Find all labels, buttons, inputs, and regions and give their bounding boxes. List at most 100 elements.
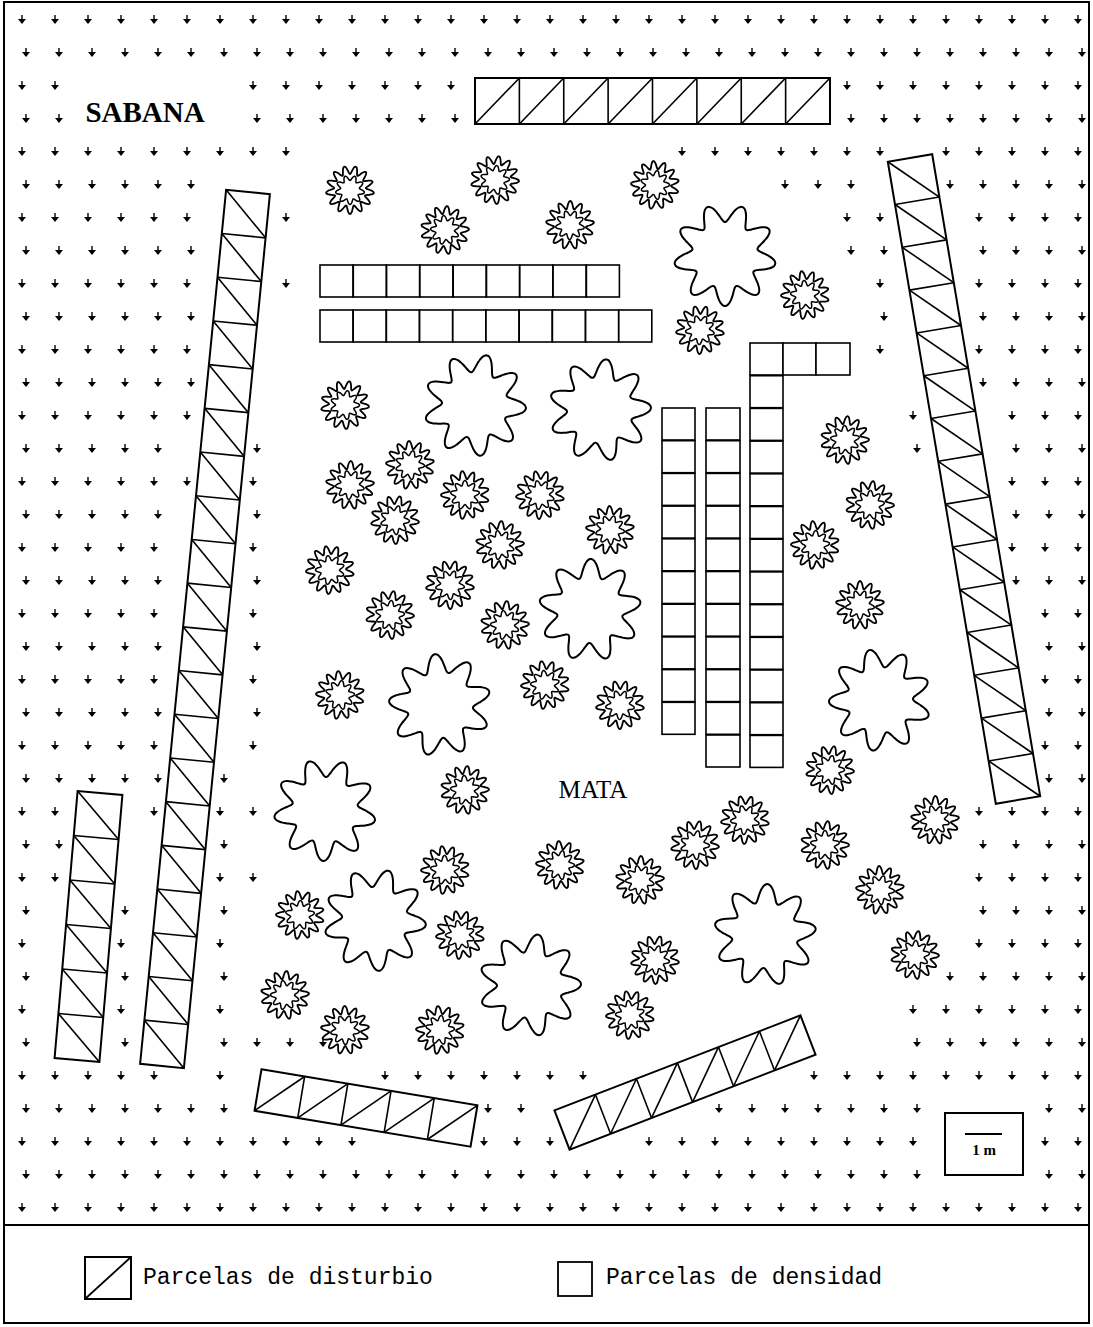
small-tree bbox=[616, 856, 664, 904]
grass-symbol bbox=[315, 1203, 323, 1212]
small-tree bbox=[426, 562, 474, 609]
grass-symbol bbox=[781, 1170, 789, 1179]
grass-symbol bbox=[843, 213, 851, 222]
grass-symbol bbox=[1012, 48, 1020, 57]
grass-symbol bbox=[1008, 279, 1016, 288]
density-plot bbox=[586, 310, 619, 342]
grass-symbol bbox=[216, 15, 224, 24]
grass-symbol bbox=[117, 147, 125, 156]
grass-symbol bbox=[1041, 279, 1049, 288]
grass-symbol bbox=[1008, 411, 1016, 420]
grass-symbol bbox=[579, 1071, 587, 1080]
grass-symbol bbox=[22, 114, 30, 123]
grass-symbol bbox=[22, 378, 30, 387]
grass-symbol bbox=[480, 1071, 488, 1080]
large-tree bbox=[551, 359, 651, 459]
grass-symbol bbox=[451, 1170, 459, 1179]
grass-symbol bbox=[55, 246, 63, 255]
grass-symbol bbox=[1008, 1005, 1016, 1014]
grass-symbol bbox=[88, 48, 96, 57]
small-tree bbox=[806, 746, 854, 794]
grass-symbol bbox=[583, 48, 591, 57]
density-plot bbox=[662, 539, 695, 571]
grass-symbol bbox=[546, 15, 554, 24]
grass-symbol bbox=[876, 147, 884, 156]
grass-symbol bbox=[22, 1104, 30, 1113]
grass-symbol bbox=[1012, 510, 1020, 519]
grass-symbol bbox=[117, 1137, 125, 1146]
small-tree bbox=[481, 601, 529, 649]
grass-symbol bbox=[942, 1005, 950, 1014]
grass-symbol bbox=[385, 1170, 393, 1179]
grass-symbol bbox=[1008, 807, 1016, 816]
density-plot bbox=[320, 265, 353, 297]
grass-symbol bbox=[1045, 576, 1053, 585]
grass-symbol bbox=[876, 345, 884, 354]
grass-symbol bbox=[249, 675, 257, 684]
grass-symbol bbox=[484, 48, 492, 57]
large-tree bbox=[326, 871, 426, 971]
grass-symbol bbox=[975, 147, 983, 156]
grass-symbol bbox=[1045, 1104, 1053, 1113]
grass-symbol bbox=[117, 609, 125, 618]
grass-symbol bbox=[121, 576, 129, 585]
small-tree bbox=[367, 591, 414, 639]
grass-symbol bbox=[84, 279, 92, 288]
grass-symbol bbox=[1074, 15, 1082, 24]
grass-symbol bbox=[84, 477, 92, 486]
grass-symbol bbox=[282, 81, 290, 90]
density-plots bbox=[320, 265, 850, 767]
grass-symbol bbox=[1074, 741, 1082, 750]
grass-symbol bbox=[909, 1203, 917, 1212]
grass-symbol bbox=[154, 1170, 162, 1179]
grass-symbol bbox=[913, 1170, 921, 1179]
grass-symbol bbox=[121, 180, 129, 189]
grass-symbol bbox=[1008, 477, 1016, 486]
grass-symbol bbox=[348, 81, 356, 90]
density-plot bbox=[662, 604, 695, 636]
grass-symbol bbox=[187, 378, 195, 387]
small-tree bbox=[586, 506, 634, 553]
grass-symbol bbox=[843, 1203, 851, 1212]
grass-symbol bbox=[18, 279, 26, 288]
grass-symbol bbox=[18, 345, 26, 354]
grass-symbol bbox=[117, 543, 125, 552]
density-plot bbox=[750, 539, 783, 571]
grass-symbol bbox=[84, 675, 92, 684]
grass-symbol bbox=[418, 1170, 426, 1179]
density-plot bbox=[662, 572, 695, 604]
grass-symbol bbox=[946, 114, 954, 123]
grass-symbol bbox=[216, 147, 224, 156]
grass-symbol bbox=[84, 1137, 92, 1146]
small-tree bbox=[261, 971, 309, 1019]
grass-symbol bbox=[1045, 312, 1053, 321]
density-plot bbox=[783, 343, 816, 375]
grass-symbol bbox=[447, 81, 455, 90]
grass-symbol bbox=[1008, 15, 1016, 24]
grass-symbol bbox=[876, 15, 884, 24]
grass-symbol bbox=[22, 444, 30, 453]
grass-symbol bbox=[1074, 675, 1082, 684]
grass-symbol bbox=[1078, 1038, 1086, 1047]
grass-symbol bbox=[748, 1104, 756, 1113]
grass-symbol bbox=[150, 15, 158, 24]
grass-symbol bbox=[1008, 1203, 1016, 1212]
grass-symbol bbox=[942, 1071, 950, 1080]
grass-symbol bbox=[1074, 1137, 1082, 1146]
grass-symbol bbox=[55, 708, 63, 717]
small-tree bbox=[326, 167, 374, 214]
grass-symbol bbox=[55, 1104, 63, 1113]
density-plot bbox=[750, 343, 783, 375]
grass-symbol bbox=[1074, 279, 1082, 288]
grass-symbol bbox=[1078, 180, 1086, 189]
grass-symbol bbox=[1045, 48, 1053, 57]
grass-symbol bbox=[55, 510, 63, 519]
grass-symbol bbox=[319, 48, 327, 57]
grass-symbol bbox=[117, 15, 125, 24]
small-tree bbox=[516, 471, 564, 519]
grass-symbol bbox=[154, 708, 162, 717]
grass-symbol bbox=[187, 48, 195, 57]
density-plot bbox=[706, 572, 740, 604]
grass-symbol bbox=[88, 180, 96, 189]
grass-symbol bbox=[1074, 873, 1082, 882]
